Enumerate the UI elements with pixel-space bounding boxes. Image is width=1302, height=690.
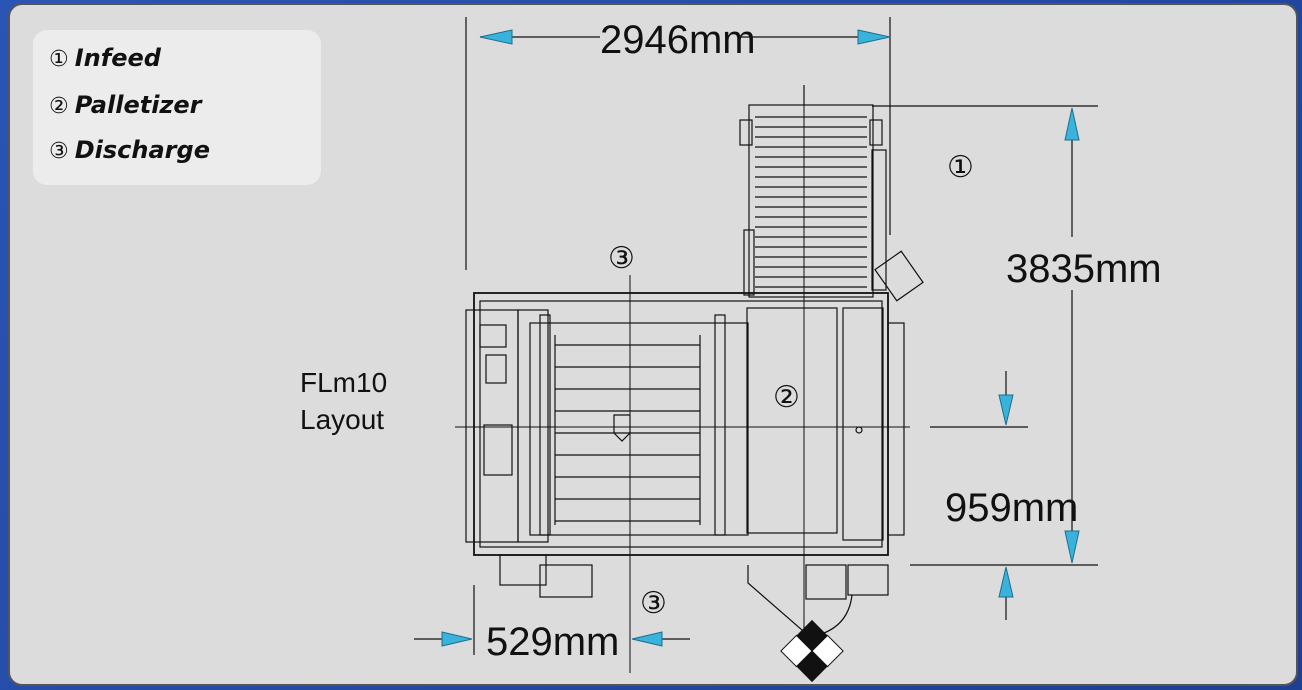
- palletizer-inner-frame: [479, 300, 883, 548]
- pivot-point: [855, 426, 863, 434]
- legend-number: ②: [49, 94, 69, 119]
- dimension-arrowhead: [479, 29, 513, 45]
- legend-label: Palletizer: [74, 91, 202, 119]
- dimension-arrowhead: [441, 631, 473, 647]
- pallet-slats: [554, 335, 701, 525]
- layer-station: [746, 307, 838, 534]
- legend-number: ①: [49, 47, 69, 72]
- cabinet-component: [483, 424, 513, 476]
- palletizer-marker: ②: [773, 380, 800, 415]
- dimension-arrowhead: [998, 566, 1014, 598]
- drive-mount: [499, 554, 547, 586]
- legend-label: Infeed: [74, 44, 161, 72]
- origin-marker-icon: [780, 619, 844, 683]
- dimension-width: 2946mm: [600, 18, 756, 62]
- door-swing-edge: [747, 565, 811, 638]
- cabinet-component: [479, 324, 507, 348]
- discharge-marker-top: ③: [608, 241, 635, 276]
- dimension-arrowhead: [998, 394, 1014, 426]
- right-rail: [842, 307, 884, 541]
- palletizing-area: [529, 322, 749, 536]
- dimension-offset-right: 959mm: [945, 486, 1078, 530]
- lift-column: [539, 314, 551, 536]
- infeed-marker: ①: [947, 150, 974, 185]
- dimension-arrowhead: [1064, 107, 1080, 141]
- dimension-arrowhead: [631, 631, 663, 647]
- discharge-marker-bottom: ③: [640, 586, 667, 621]
- lift-column: [714, 314, 726, 536]
- conveyor-bracket: [739, 119, 753, 146]
- infeed-sensor: [874, 250, 924, 302]
- layout-drawing: 2946mm 3835mm 959mm 529mm FLm10 Layout ①…: [300, 17, 1162, 683]
- conveyor-side-guard: [743, 229, 755, 296]
- legend-number: ③: [49, 139, 69, 164]
- left-rail: [517, 309, 549, 543]
- legend-label: Discharge: [74, 136, 210, 164]
- palletizer-frame: [473, 292, 889, 556]
- dimension-arrowhead: [857, 29, 891, 45]
- layout-title-line1: FLm10: [300, 367, 387, 398]
- dimension-offset-bottom: 529mm: [486, 620, 619, 664]
- dimension-height: 3835mm: [1006, 247, 1162, 291]
- layout-title-line2: Layout: [300, 404, 384, 435]
- direction-arrow-icon: [613, 414, 631, 442]
- drive-motor-left: [539, 564, 593, 598]
- conveyor-side-guard: [871, 149, 887, 291]
- dimension-arrowhead: [1064, 530, 1080, 564]
- motor-unit: [485, 354, 507, 384]
- infeed-conveyor: [748, 104, 874, 298]
- drive-motor-right-housing: [847, 564, 889, 596]
- drive-motor-right: [805, 564, 847, 600]
- conveyor-bracket: [869, 119, 883, 146]
- right-guard: [887, 322, 905, 536]
- conveyor-rollers: [755, 116, 867, 288]
